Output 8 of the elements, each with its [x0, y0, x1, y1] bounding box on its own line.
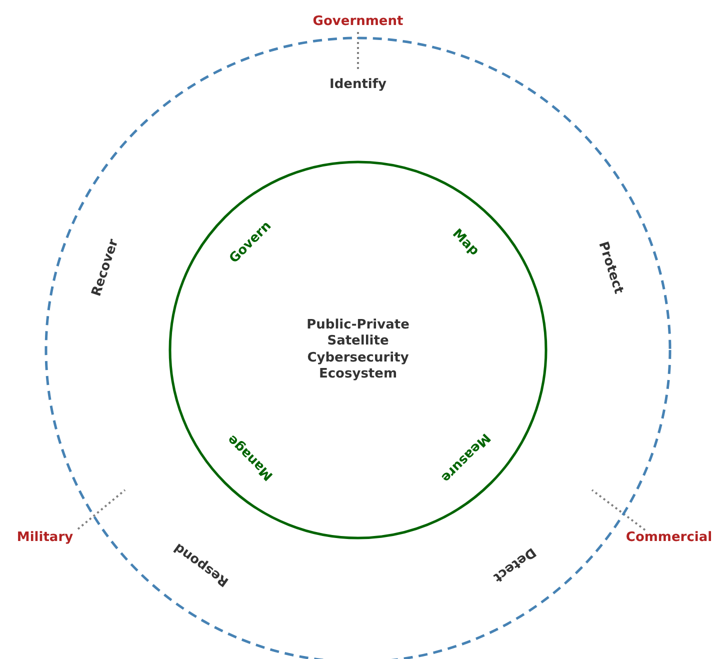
center-title: Public-Private Satellite Cybersecurity Ecosystem: [306, 318, 410, 382]
leader-line: [357, 32, 359, 72]
sector-label: Commercial: [626, 530, 712, 546]
leader-line: [591, 489, 646, 531]
sector-label: Military: [16, 530, 74, 546]
sector-label: Government: [312, 14, 404, 30]
phase-label: Identify: [330, 76, 386, 94]
leader-line: [77, 489, 126, 530]
